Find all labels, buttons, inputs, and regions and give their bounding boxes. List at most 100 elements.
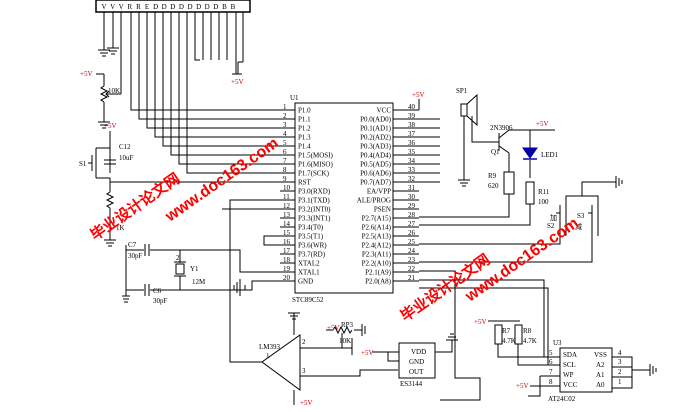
mcu-left-pin-name: P3.3(INT1) [298, 215, 331, 223]
rp3-vcc-label: +5V [327, 324, 340, 332]
lcd-header-pin: D [153, 3, 158, 11]
ee-pin7: 7 [549, 368, 553, 376]
mcu-right-pin-number: 27 [408, 220, 416, 228]
mcu-left-pin-number: 2 [283, 112, 287, 120]
mcu-right-pin-number: 28 [408, 211, 416, 219]
mcu-part: STC89C52 [292, 296, 324, 304]
mcu-right-pin-name: P2.4(A12) [362, 242, 392, 250]
mcu-left-pin-name: P1.1 [298, 116, 311, 124]
comp-pin3: 3 [302, 367, 306, 375]
mcu-left-pin-name: P1.3 [298, 134, 311, 142]
q1-ref: Q1 [491, 148, 500, 156]
c12-ref: C12 [119, 143, 131, 151]
led-ref: LED1 [541, 151, 559, 159]
ee-a2: A2 [596, 361, 605, 369]
mcu-right-pin-name: P2.0(A8) [365, 278, 392, 286]
mcu-left-pin-name: GND [298, 278, 313, 286]
c6-value: 30pF [153, 297, 168, 305]
mcu-left-pin-number: 6 [283, 148, 287, 156]
mcu-left-pin-name: P1.7(SCK) [298, 170, 330, 178]
pullup-vcc-label: +5V [474, 318, 487, 326]
mcu-right-pin-name: P2.2(A10) [362, 260, 392, 268]
comparator-circuit: LM393 2 3 1 +5V +5V RP3 10K VDD GND OUT … [259, 312, 458, 407]
mcu-right-pin-name: P0.7(AD7) [360, 179, 392, 187]
buzzer-ref: SP1 [456, 87, 468, 95]
reset-resistor-label: 1K [116, 224, 125, 232]
ee-pin4: 4 [618, 349, 622, 357]
r11-ref: R11 [538, 188, 550, 196]
mcu-right-pin-name: P0.3(AD3) [360, 143, 392, 151]
ee-a0: A0 [596, 381, 605, 389]
y1-ref: Y1 [190, 265, 199, 273]
reset-vcc-label: +5V [104, 122, 117, 130]
mcu-right-pin-name: PSEN [374, 206, 391, 214]
ee-a1: A1 [596, 371, 605, 379]
mcu-right-pin-number: 26 [408, 229, 416, 237]
comparator-ref: LM393 [259, 343, 281, 351]
eeprom-circuit: +5V R7 4.7K R8 4.7K SDA SCL WP VCC VSS A… [419, 270, 657, 403]
lcd-power-network: +5V 10K +5V [80, 12, 244, 129]
s2-text: 加 [550, 213, 557, 222]
mcu-left-pin-number: 1 [283, 103, 287, 111]
mcu-left-pin-name: P1.6(MISO) [298, 161, 333, 169]
mcu-left-pin-name: P1.0 [298, 107, 311, 115]
sensor-vcc-label: +5V [361, 349, 374, 357]
mcu-left-pin-number: 8 [283, 166, 287, 174]
mcu-left-pin-name: P3.1(TXD) [298, 197, 330, 205]
buzzer-vcc-label: +5V [536, 120, 549, 128]
lcd-header-pin: R [136, 3, 141, 11]
mcu-right-pin-name: P0.5(AD5) [360, 161, 392, 169]
mcu-left-pin-name: P3.7(RD) [298, 251, 326, 259]
mcu-left-pin-number: 5 [283, 139, 287, 147]
mcu-right-pin-name: VCC [377, 107, 392, 115]
lcd-header-pin: D [162, 3, 167, 11]
lcd-backlight-vcc-label: +5V [231, 78, 244, 86]
mcu-right-pin-number: 30 [408, 193, 416, 201]
lcd-header-pin: V [101, 3, 106, 11]
mcu-right-pin-number: 22 [408, 265, 416, 273]
lcd-header-pin: R [127, 3, 132, 11]
mcu-right-pin-number: 23 [408, 256, 416, 264]
r7-ref: R7 [502, 327, 511, 335]
mcu-left-pin-name: P3.6(WR) [298, 242, 327, 250]
mcu-left-pin-number: 12 [283, 202, 291, 210]
sensor-part: ES3144 [400, 380, 423, 388]
comp-pin1: 1 [266, 352, 270, 360]
mcu-right-pin-number: 33 [408, 166, 416, 174]
comparator-vcc-label: +5V [300, 399, 313, 407]
lcd-header-pin: D [196, 3, 201, 11]
keys-circuit: S2 加 S3 减 [419, 176, 623, 263]
mcu-left-pin-number: 7 [283, 157, 287, 165]
mcu-left-pin-number: 17 [283, 247, 291, 255]
ee-pin5: 5 [549, 349, 553, 357]
eeprom-vcc-label: +5V [516, 382, 529, 390]
mcu-right-pin-number: 29 [408, 202, 416, 210]
mcu-right-pin-number: 40 [408, 103, 416, 111]
mcu-left-pin-number: 4 [283, 130, 287, 138]
lcd-header-pin: D [170, 3, 175, 11]
mcu-left-pin-number: 15 [283, 229, 291, 237]
sensor-gnd-pin: GND [409, 358, 424, 366]
mcu-vcc-label: +5V [412, 91, 425, 99]
lcd-header-pin: V [110, 3, 115, 11]
mcu-right-pin-number: 32 [408, 175, 416, 183]
mcu-right-pin-name: P2.1(A9) [365, 269, 392, 277]
mcu-left-pin-name: P3.0(RXD) [298, 188, 331, 196]
ee-pin1: 1 [618, 378, 622, 386]
mcu-right-pin-name: P0.6(AD6) [360, 170, 392, 178]
mcu-left-pin-number: 20 [283, 274, 291, 282]
mcu-left-pin-number: 14 [283, 220, 291, 228]
mcu-right-pin-name: ALE/PROG [357, 197, 391, 205]
lcd-header-pin: B [222, 3, 227, 11]
c12-value: 10uF [119, 154, 134, 162]
mcu-left-pin-number: 13 [283, 211, 291, 219]
mcu-right-pin-name: P2.7(A15) [362, 215, 392, 223]
mcu-right-pin-number: 24 [408, 247, 416, 255]
mcu-right-pin-name: P2.6(A14) [362, 224, 392, 232]
ee-pin8: 8 [549, 378, 553, 386]
buzzer-led-circuit: SP1 2N3906 Q1 +5V LED1 R9 620 R11 100 [419, 87, 559, 226]
mcu-left-pin-number: 10 [283, 184, 291, 192]
s3-ref: S3 [577, 212, 585, 220]
